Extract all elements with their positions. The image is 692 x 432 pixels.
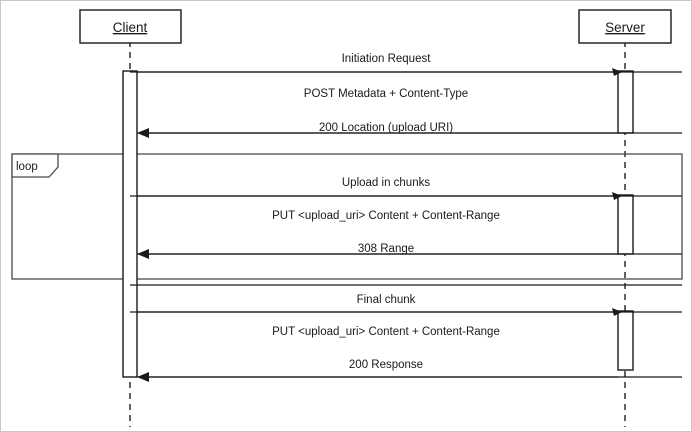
message-label-put-chunk: PUT <upload_uri> Content + Content-Range bbox=[272, 210, 500, 222]
activation-server-final bbox=[617, 310, 634, 371]
message-label-post-metadata: POST Metadata + Content-Type bbox=[304, 88, 468, 100]
actor-box-server[interactable] bbox=[578, 9, 672, 44]
activation-server-chunk bbox=[617, 194, 634, 255]
actor-box-client[interactable] bbox=[79, 9, 182, 44]
message-label-200-location: 200 Location (upload URI) bbox=[319, 122, 453, 134]
actor-label-server: Server bbox=[605, 20, 645, 35]
message-label-final-chunk: Final chunk bbox=[357, 294, 416, 306]
message-label-308-range: 308 Range bbox=[358, 243, 414, 255]
message-label-put-final-chunk: PUT <upload_uri> Content + Content-Range bbox=[272, 326, 500, 338]
loop-fragment-tag bbox=[11, 153, 59, 178]
message-label-200-response: 200 Response bbox=[349, 359, 423, 371]
activation-client bbox=[122, 70, 138, 378]
loop-fragment-frame bbox=[11, 153, 683, 280]
message-label-initiation-request: Initiation Request bbox=[342, 53, 432, 65]
loop-fragment-operator-label: loop bbox=[16, 161, 38, 173]
activation-server-initiation bbox=[617, 70, 634, 134]
message-label-upload-in-chunks: Upload in chunks bbox=[342, 177, 430, 189]
actor-label-client: Client bbox=[113, 20, 148, 35]
